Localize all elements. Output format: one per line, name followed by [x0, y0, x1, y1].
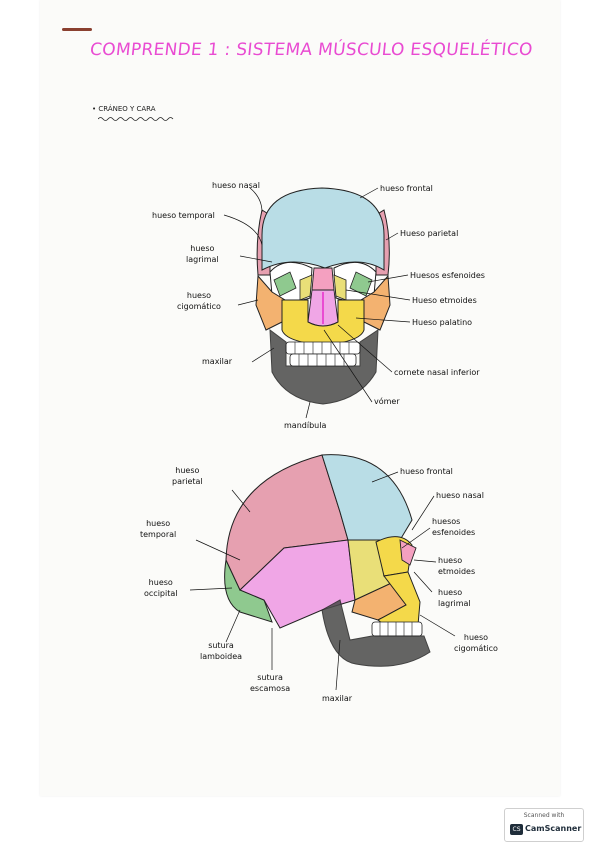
- front-ethmoid: [299, 274, 347, 301]
- front-label-hueso-frontal: hueso frontal: [380, 184, 433, 193]
- front-maxilla: [281, 299, 365, 346]
- front-label-maxilar: maxilar: [202, 357, 233, 366]
- side-label-hueso-temporal: hueso temporal: [140, 519, 177, 539]
- camscanner-logo-icon: CS: [510, 824, 523, 835]
- front-label-hueso-lagrimal: hueso lagrimal: [186, 244, 219, 264]
- front-lower-teeth: [289, 353, 357, 367]
- side-mandible: [321, 599, 431, 667]
- side-label-hueso-lagrimal: hueso lagrimal: [438, 588, 471, 608]
- front-mandible: [269, 328, 379, 405]
- front-vomer: [322, 292, 324, 324]
- section-underline: [98, 117, 174, 121]
- side-label-hueso-nasal: hueso nasal: [436, 491, 484, 500]
- front-sphenoid-left: [273, 271, 297, 297]
- side-skull: [224, 454, 431, 667]
- side-label-maxilar: maxilar: [322, 694, 353, 703]
- front-label-cornete-nasal: cornete nasal inferior: [394, 368, 480, 377]
- side-label-hueso-parietal: hueso parietal: [172, 466, 203, 486]
- side-label-hueso-occipital: hueso occipital: [144, 578, 178, 598]
- front-label-hueso-temporal: hueso temporal: [152, 211, 215, 220]
- side-occipital: [224, 558, 273, 623]
- front-sphenoid-right: [349, 271, 373, 297]
- side-label-hueso-cigomatico: hueso cigomático: [454, 633, 498, 653]
- front-label-hueso-palatino: Hueso palatino: [412, 318, 473, 327]
- front-label-mandibula: mandíbula: [284, 421, 327, 430]
- front-label-hueso-nasal: hueso nasal: [212, 181, 260, 190]
- scanner-caption: Scanned with: [523, 812, 565, 819]
- camscanner-badge: Scanned with CS CamScanner: [504, 808, 584, 842]
- front-label-vomer: vómer: [374, 397, 400, 406]
- side-label-sutura-lamboidea: sutura lamboidea: [200, 641, 243, 661]
- side-label-sutura-escamosa: sutura escamosa: [250, 673, 291, 693]
- side-label-hueso-etmoides: hueso etmoides: [438, 556, 476, 576]
- front-nasal-bone: [311, 267, 335, 291]
- side-label-huesos-esfenoides: huesos esfenoides: [432, 517, 476, 537]
- side-label-hueso-frontal: hueso frontal: [400, 467, 453, 476]
- scanner-brand: CamScanner: [525, 824, 582, 833]
- front-label-hueso-parietal: Hueso parietal: [400, 229, 459, 238]
- front-frontal-bone: [261, 187, 385, 271]
- front-label-hueso-cigomatico: hueso cigomático: [177, 291, 221, 311]
- side-teeth: [371, 621, 423, 637]
- section-heading: • CRÁNEO Y CARA: [92, 105, 156, 113]
- front-label-hueso-etmoides: Hueso etmoides: [412, 296, 477, 305]
- front-skull: [255, 187, 391, 405]
- ink-mark: [62, 28, 92, 31]
- front-label-huesos-esfenoides: Huesos esfenoides: [410, 271, 485, 280]
